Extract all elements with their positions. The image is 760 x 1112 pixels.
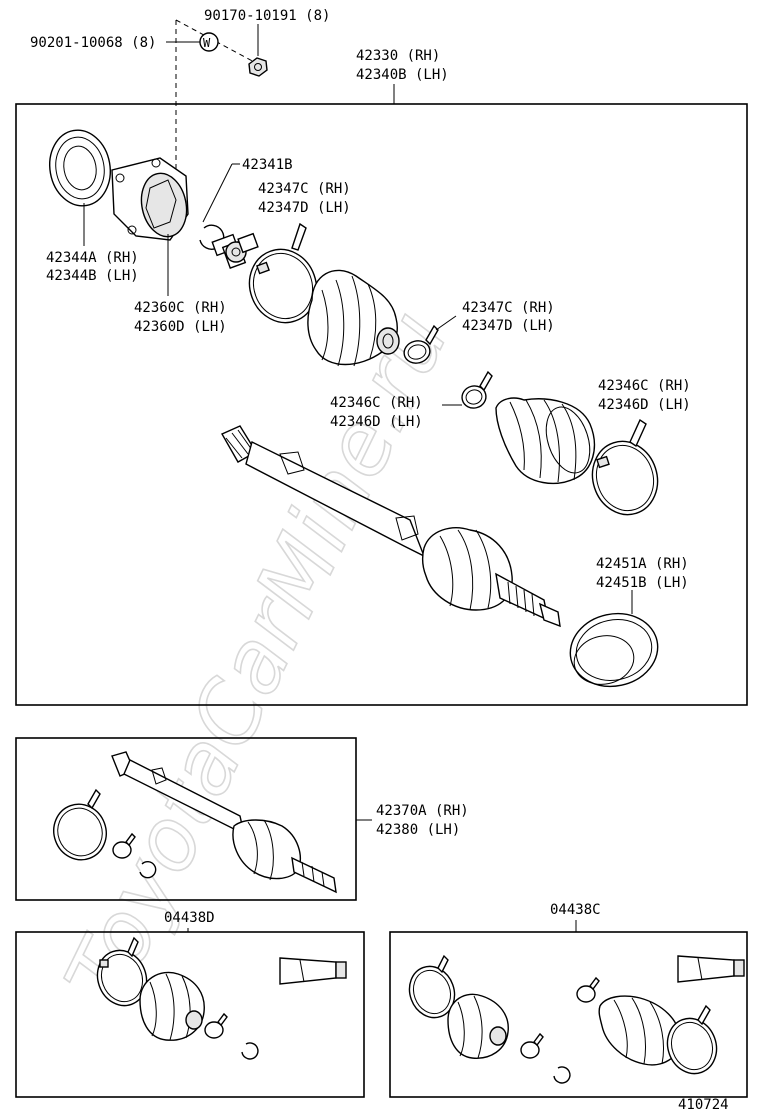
- kit-c-boot-a: [447, 993, 509, 1059]
- main-drive-shaft: [221, 425, 561, 628]
- clamp-c-rh-label: 42346C (RH): [330, 395, 423, 411]
- clamp-a-rh-label: 42347C (RH): [258, 181, 351, 197]
- cover-rh-label: 42344A (RH): [46, 250, 139, 266]
- kit-c-clamp-large-b: [666, 1004, 718, 1075]
- clamp-d: [591, 418, 659, 516]
- assembly-snap-ring: [139, 860, 157, 879]
- kit-c-label: 04438C: [550, 902, 601, 918]
- clamp-a: [248, 222, 318, 324]
- complete-shaft-assembly: [111, 751, 337, 894]
- shaft-rh-label: 42330 (RH): [356, 48, 440, 64]
- cover-lh-label: 42344B (LH): [46, 268, 139, 284]
- tulip-housing: [111, 157, 189, 241]
- washer-symbol: [199, 32, 219, 52]
- kit-d-grease-tube: [279, 957, 347, 985]
- ref-code-label: 410724: [678, 1097, 729, 1112]
- nut-part-label: 90170-10191 (8): [204, 8, 330, 24]
- assembly-clamp-large: [53, 788, 107, 861]
- clamp-a-lh-label: 42347D (LH): [258, 200, 351, 216]
- kit-c-clamp-small-a: [520, 1032, 544, 1059]
- outboard-boot: [495, 397, 596, 485]
- clamp-b: [403, 324, 439, 364]
- tripod-joint: [211, 232, 259, 269]
- kit-d-label: 04438D: [164, 910, 215, 926]
- dust-deflector: [569, 612, 659, 688]
- kit-c-clamp-small-b: [576, 976, 600, 1003]
- tulip-rh-label: 42360C (RH): [134, 300, 227, 316]
- kit-c-grease-tube: [677, 955, 745, 983]
- kit-d-snap-ring: [241, 1042, 259, 1060]
- clamp-c-lh-label: 42346D (LH): [330, 414, 423, 430]
- clamp-d-rh-label: 42346C (RH): [598, 378, 691, 394]
- assembly-box: [15, 737, 357, 901]
- tulip-lh-label: 42360D (LH): [134, 319, 227, 335]
- clamp-b-lh-label: 42347D (LH): [462, 318, 555, 334]
- kit-d-clamp-small: [204, 1012, 228, 1039]
- seal-lh-label: 42451B (LH): [596, 575, 689, 591]
- kit-d-boot: [139, 971, 205, 1041]
- kit-d-box: [15, 931, 365, 1098]
- dust-cover: [49, 129, 111, 207]
- inboard-boot: [307, 269, 400, 367]
- assy-lh-label: 42380 (LH): [376, 822, 460, 838]
- kit-c-snap-ring: [553, 1066, 571, 1084]
- snap-ring-label: 42341B: [242, 157, 293, 173]
- assembly-clamp-small: [112, 832, 136, 859]
- nut-icon: [248, 57, 268, 77]
- kit-c-box: [389, 931, 748, 1098]
- clamp-c: [461, 370, 493, 409]
- clamp-b-rh-label: 42347C (RH): [462, 300, 555, 316]
- kit-c-boot-b: [598, 995, 681, 1066]
- assy-rh-label: 42370A (RH): [376, 803, 469, 819]
- washer-nut-group: W: [166, 19, 268, 178]
- shaft-lh-label: 42340B (LH): [356, 67, 449, 83]
- kit-c-clamp-large-a: [408, 954, 456, 1019]
- kit-d-clamp-large: [96, 936, 148, 1007]
- main-assembly-box: [15, 103, 748, 706]
- seal-rh-label: 42451A (RH): [596, 556, 689, 572]
- washer-symbol-text: W: [203, 36, 211, 50]
- clamp-d-lh-label: 42346D (LH): [598, 397, 691, 413]
- washer-part-label: 90201-10068 (8): [30, 35, 156, 51]
